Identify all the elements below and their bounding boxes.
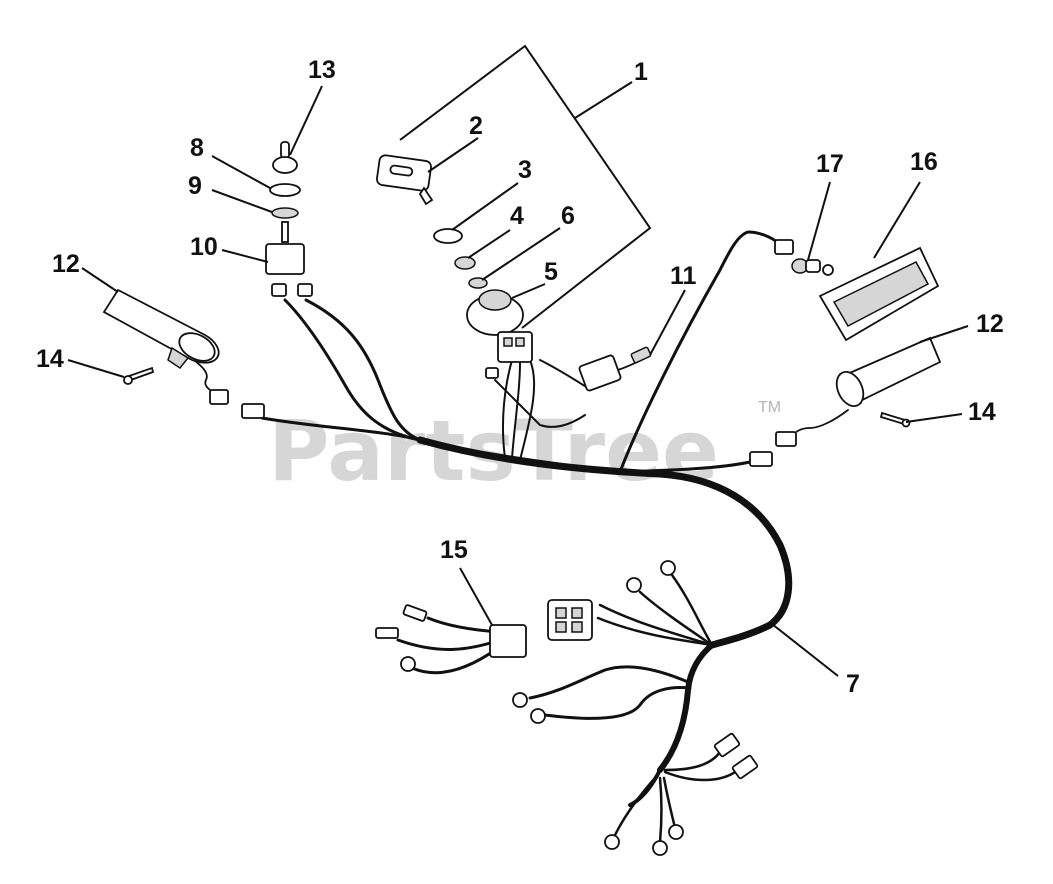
callout-17: 17 [816,150,844,178]
headlight-right [835,336,942,407]
nut [454,256,476,270]
watermark-brand: PartsTree [268,402,719,500]
connector-right-2 [749,451,773,467]
tail-lamp-lens [818,246,940,342]
light-switch-assembly [265,141,313,297]
callout-16: 16 [910,148,938,176]
callout-10: 10 [190,233,218,261]
callout-14-right: 14 [968,398,996,426]
connector-right-1 [775,431,797,447]
callout-4: 4 [510,202,524,230]
main-harness [187,230,849,844]
callout-7: 7 [846,670,860,698]
headlight-left [102,288,220,370]
tail-lamp-bulb [774,239,834,276]
washer [433,228,463,244]
callout-12-left: 12 [52,250,80,278]
callout-14-left: 14 [36,345,64,373]
main-connector [547,599,593,641]
spade-connector-1 [713,732,741,758]
connector-left-2 [241,403,265,419]
fuse [630,346,652,364]
spade-connector-2 [731,754,759,780]
ignition-switch [466,289,533,363]
callout-11: 11 [670,262,697,290]
fuse-holder-connector [578,354,622,392]
callout-12-right: 12 [976,310,1004,338]
callout-15: 15 [440,536,468,564]
callout-6: 6 [561,202,575,230]
screw-right [879,411,907,426]
callout-3: 3 [518,156,532,184]
callout-1: 1 [634,58,648,86]
leader-lines [67,44,969,677]
callout-2: 2 [469,112,483,140]
callout-5: 5 [544,258,558,286]
ignition-key [376,154,434,206]
small-plug [485,367,499,379]
watermark-trademark: TM [758,399,781,416]
callout-8: 8 [190,134,204,162]
relay-module [375,604,527,672]
callout-9: 9 [188,172,202,200]
callout-13: 13 [308,56,336,84]
connector-left-1 [209,389,229,405]
ring-terminals [512,560,684,856]
